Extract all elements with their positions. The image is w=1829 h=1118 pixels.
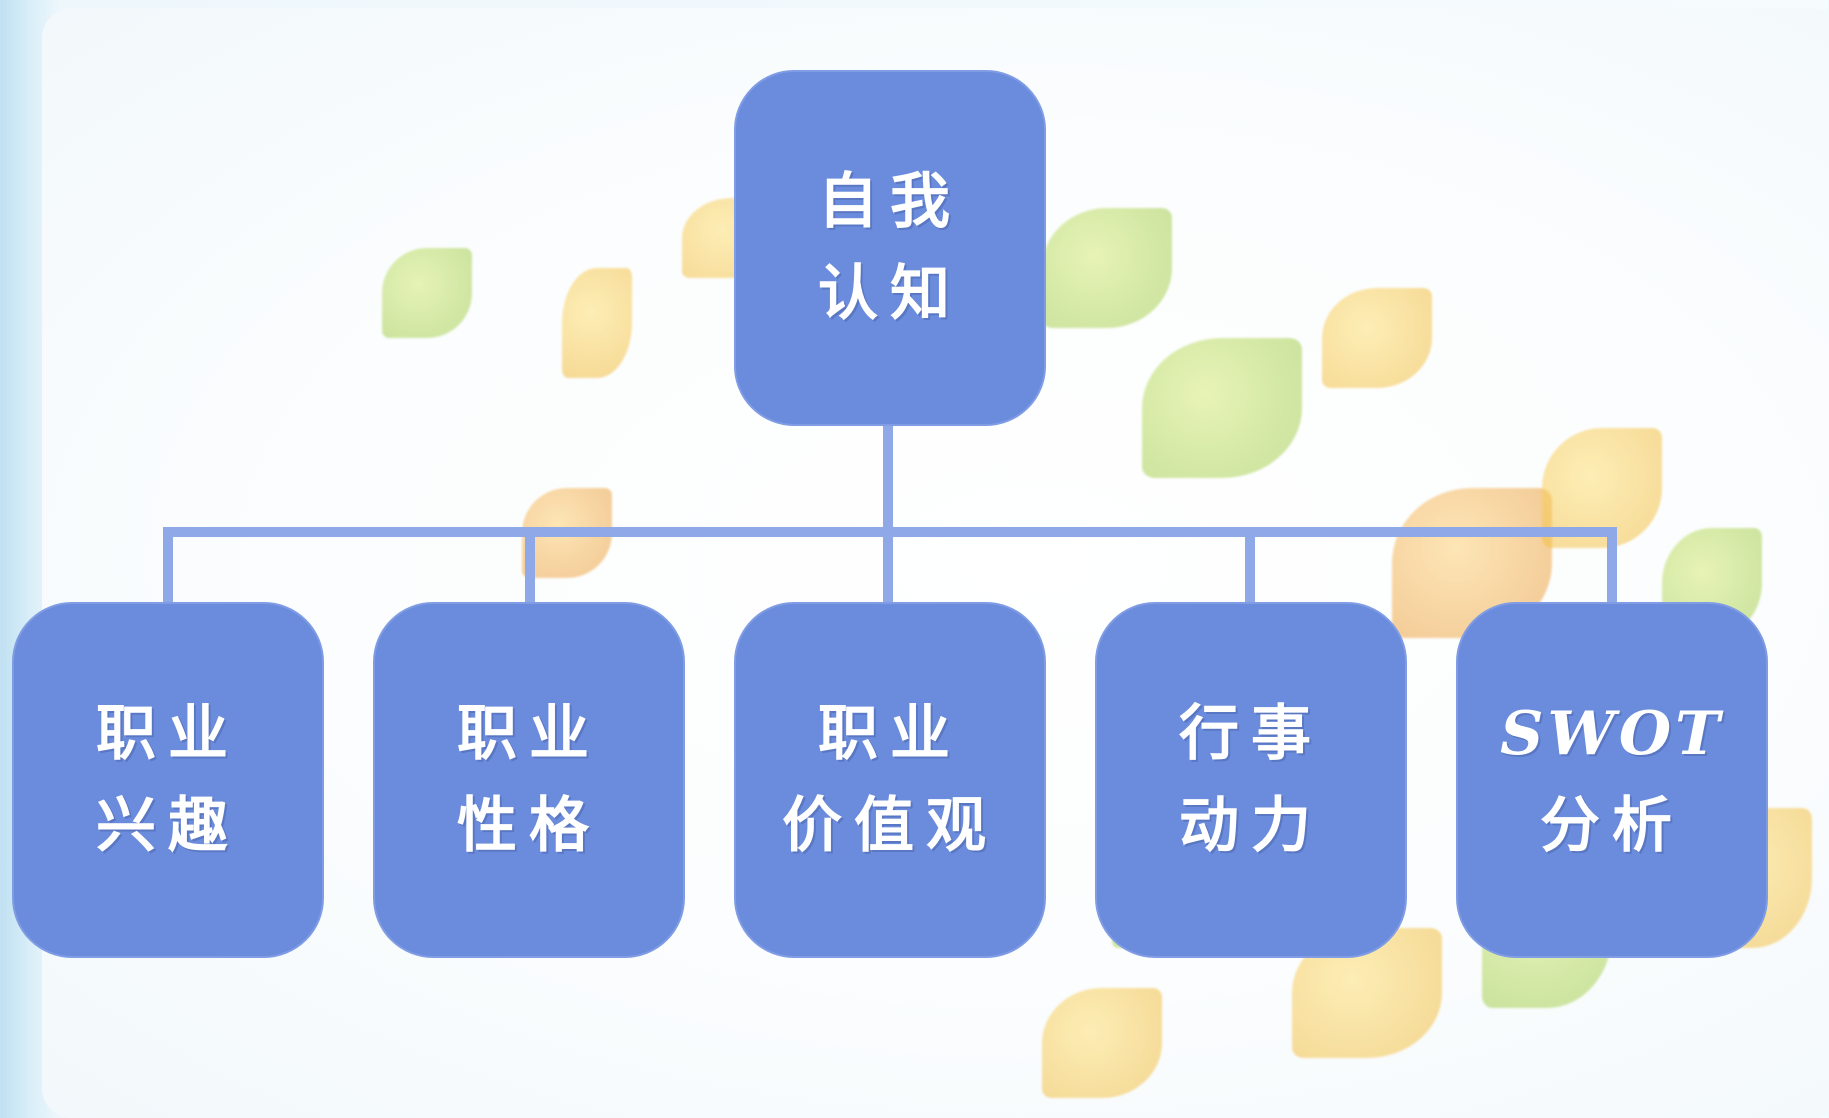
child-node-career-interest: 职业 兴趣	[12, 602, 324, 958]
node-label-line1: SWOT	[1500, 699, 1724, 769]
node-label-line2: 分析	[1540, 791, 1684, 861]
child-node-career-values: 职业 价值观	[734, 602, 1046, 958]
root-node: 自我 认知	[734, 70, 1046, 426]
child-node-swot: SWOT 分析	[1456, 602, 1768, 958]
node-label-line2: 价值观	[782, 791, 998, 861]
leaf-decoration	[1142, 338, 1302, 478]
node-label-line1: 职业	[96, 699, 240, 769]
leaf-decoration	[1042, 988, 1162, 1098]
node-label-line2: 性格	[457, 791, 601, 861]
leaf-decoration	[1042, 208, 1172, 328]
leaf-decoration	[1322, 288, 1432, 388]
node-label-line2: 兴趣	[96, 791, 240, 861]
leaf-decoration	[562, 268, 632, 378]
node-label-line1: 行事	[1179, 699, 1323, 769]
node-label-line1: 职业	[818, 699, 962, 769]
node-label-line2: 动力	[1179, 791, 1323, 861]
child-node-motivation: 行事 动力	[1095, 602, 1407, 958]
node-label-line1: 职业	[457, 699, 601, 769]
child-node-career-personality: 职业 性格	[373, 602, 685, 958]
root-label-line1: 自我	[818, 167, 962, 237]
root-label-line2: 认知	[818, 259, 962, 329]
leaf-decoration	[382, 248, 472, 338]
